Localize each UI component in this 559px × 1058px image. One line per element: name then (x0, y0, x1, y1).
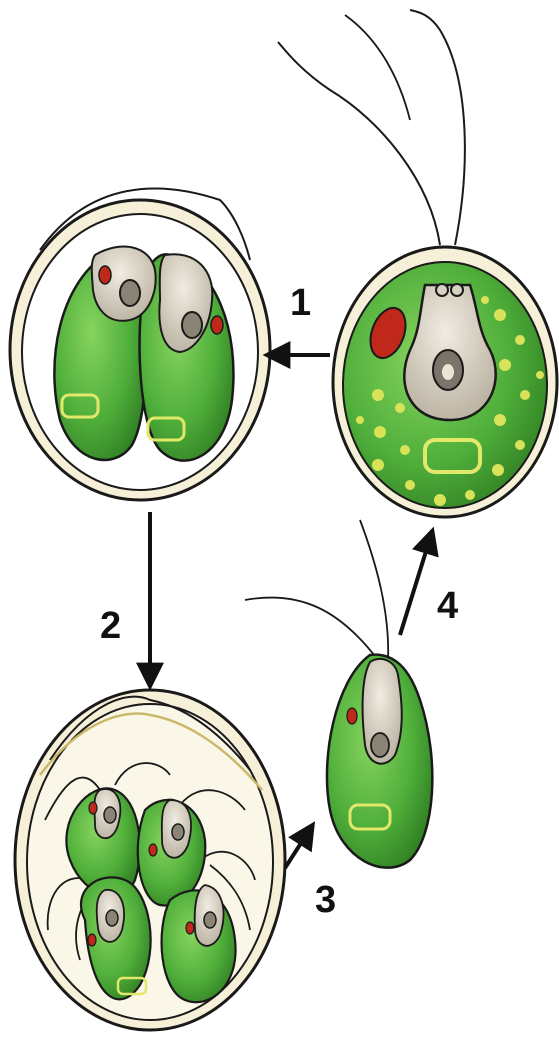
flagellum (410, 10, 465, 245)
step-label-3: 3 (315, 879, 336, 921)
contractile-vacuole (436, 284, 448, 296)
eyespot (211, 316, 223, 334)
contractile-vacuole (451, 284, 463, 296)
arrow-step-4 (400, 532, 432, 635)
step-label-4: 4 (437, 585, 458, 627)
nucleus (120, 280, 140, 306)
arrow-step-3 (285, 826, 312, 868)
nucleus (182, 312, 202, 338)
flagellum (360, 520, 388, 660)
flagellum (345, 15, 410, 120)
eyespot (99, 266, 111, 284)
dividing-cell (10, 188, 270, 500)
nucleus (371, 733, 389, 757)
adult-cell (278, 10, 557, 517)
nucleolus (442, 364, 454, 380)
step-label-1: 1 (290, 282, 311, 324)
flagellum (245, 598, 378, 661)
step-label-2: 2 (100, 605, 121, 647)
zoospore-cluster (15, 690, 285, 1030)
eyespot (347, 708, 357, 724)
flagellum (278, 42, 440, 245)
